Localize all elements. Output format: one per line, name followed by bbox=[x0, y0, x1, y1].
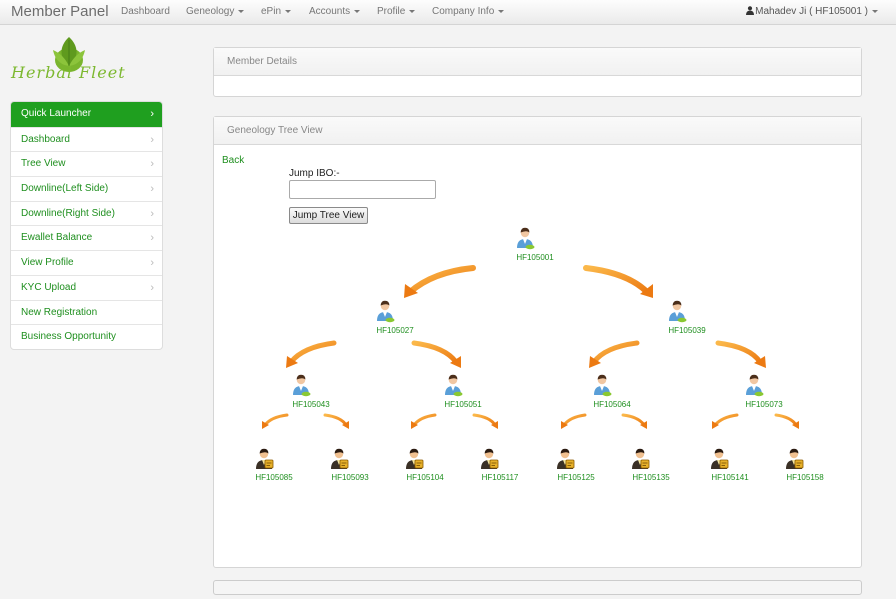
sidebar-item-view-profile[interactable]: View Profile› bbox=[11, 250, 162, 275]
nav-epin[interactable]: ePin bbox=[261, 6, 292, 17]
nav-dashboard[interactable]: Dashboard bbox=[121, 6, 170, 17]
brand-title[interactable]: Member Panel bbox=[11, 3, 109, 20]
node-label-l4-5[interactable]: HF105125 bbox=[557, 473, 595, 482]
sidebar-item-quick-launcher[interactable]: Quick Launcher› bbox=[11, 102, 162, 127]
caret-down-icon bbox=[498, 9, 505, 13]
nav-company-info[interactable]: Company Info bbox=[432, 6, 505, 17]
member-details-panel: Member Details bbox=[213, 47, 862, 97]
geneology-tree-title: Geneology Tree View bbox=[214, 117, 861, 145]
member-icon-l4-5[interactable] bbox=[556, 448, 575, 470]
sidebar-item-business-opportunity[interactable]: Business Opportunity bbox=[11, 324, 162, 349]
member-icon-l4-6[interactable] bbox=[631, 448, 650, 470]
arrow-root-right bbox=[583, 265, 653, 298]
sidebar-item-ewallet-balance[interactable]: Ewallet Balance› bbox=[11, 225, 162, 250]
user-menu[interactable]: Mahadev Ji ( HF105001 ) bbox=[746, 6, 878, 17]
chevron-right-icon: › bbox=[150, 207, 154, 220]
node-label-l3-2[interactable]: HF105051 bbox=[444, 400, 482, 409]
caret-down-icon bbox=[872, 9, 878, 13]
sidebar-item-dashboard[interactable]: Dashboard› bbox=[11, 126, 162, 152]
arrowheads-l3 bbox=[262, 421, 799, 429]
sidebar-item-new-registration[interactable]: New Registration bbox=[11, 299, 162, 325]
node-label-l3-3[interactable]: HF105064 bbox=[593, 400, 631, 409]
member-icon-l4-2[interactable] bbox=[330, 448, 349, 470]
member-icon-l4-3[interactable] bbox=[405, 448, 424, 470]
top-navbar: Member Panel Dashboard Geneology ePin Ac… bbox=[0, 0, 896, 25]
arrow-root-left bbox=[404, 265, 476, 298]
member-icon-l4-1[interactable] bbox=[255, 448, 274, 470]
member-icon-l3-4[interactable] bbox=[746, 374, 764, 397]
nav-accounts[interactable]: Accounts bbox=[309, 6, 361, 17]
user-name: Mahadev Ji ( HF105001 ) bbox=[755, 6, 868, 17]
nav-profile[interactable]: Profile bbox=[377, 6, 416, 17]
user-icon bbox=[746, 6, 755, 15]
arrow-l2a-left bbox=[286, 340, 337, 368]
node-label-l3-4[interactable]: HF105073 bbox=[745, 400, 783, 409]
member-icon-l3-1[interactable] bbox=[293, 374, 311, 397]
chevron-right-icon: › bbox=[150, 108, 154, 120]
sidebar-item-kyc-upload[interactable]: KYC Upload› bbox=[11, 274, 162, 300]
caret-down-icon bbox=[409, 9, 416, 13]
member-icon-l4-4[interactable] bbox=[480, 448, 499, 470]
arrow-l2a-right bbox=[411, 340, 461, 368]
footer-panel bbox=[213, 580, 862, 595]
chevron-right-icon: › bbox=[150, 281, 154, 294]
node-label-l4-8[interactable]: HF105158 bbox=[786, 473, 824, 482]
node-label-l4-1[interactable]: HF105085 bbox=[255, 473, 293, 482]
logo-text: Herbal Fleet bbox=[11, 63, 126, 82]
sidebar-menu: Quick Launcher› Dashboard› Tree View› Do… bbox=[10, 101, 163, 350]
sidebar-item-downline-right[interactable]: Downline(Right Side)› bbox=[11, 200, 162, 226]
member-icon-root[interactable] bbox=[517, 227, 535, 250]
node-label-l4-7[interactable]: HF105141 bbox=[711, 473, 749, 482]
member-icon-l2-left[interactable] bbox=[377, 300, 395, 323]
node-label-l3-1[interactable]: HF105043 bbox=[292, 400, 330, 409]
node-label-l4-3[interactable]: HF105104 bbox=[406, 473, 444, 482]
node-label-l2-right[interactable]: HF105039 bbox=[668, 326, 706, 335]
member-icon-l3-3[interactable] bbox=[594, 374, 612, 397]
caret-down-icon bbox=[354, 9, 361, 13]
sidebar-item-downline-left[interactable]: Downline(Left Side)› bbox=[11, 176, 162, 201]
caret-down-icon bbox=[285, 9, 292, 13]
caret-down-icon bbox=[238, 9, 245, 13]
jump-tree-view-button[interactable]: Jump Tree View bbox=[289, 207, 368, 224]
herbal-fleet-logo[interactable]: Herbal Fleet bbox=[11, 36, 131, 86]
jump-ibo-label: Jump IBO:- bbox=[289, 168, 340, 179]
node-label-l2-left[interactable]: HF105027 bbox=[376, 326, 414, 335]
chevron-right-icon: › bbox=[150, 183, 154, 196]
member-icon-l4-7[interactable] bbox=[710, 448, 729, 470]
leaf-icon bbox=[53, 37, 85, 72]
chevron-right-icon: › bbox=[150, 232, 154, 245]
chevron-right-icon: › bbox=[150, 257, 154, 270]
sidebar-item-tree-view[interactable]: Tree View› bbox=[11, 151, 162, 176]
chevron-right-icon: › bbox=[150, 158, 154, 171]
member-icon-l2-right[interactable] bbox=[669, 300, 687, 323]
back-link[interactable]: Back bbox=[222, 155, 245, 166]
member-icon-l3-2[interactable] bbox=[445, 374, 463, 397]
member-details-title: Member Details bbox=[214, 48, 861, 76]
node-label-l4-4[interactable]: HF105117 bbox=[481, 473, 519, 482]
node-label-l4-6[interactable]: HF105135 bbox=[632, 473, 670, 482]
chevron-right-icon: › bbox=[150, 133, 154, 146]
arrow-l2b-right bbox=[715, 340, 766, 368]
node-label-l4-2[interactable]: HF105093 bbox=[331, 473, 369, 482]
jump-ibo-input[interactable] bbox=[289, 180, 436, 199]
arrow-l2b-left bbox=[589, 340, 640, 368]
node-label-root[interactable]: HF105001 bbox=[516, 253, 554, 262]
member-icon-l4-8[interactable] bbox=[785, 448, 804, 470]
nav-geneology[interactable]: Geneology bbox=[186, 6, 245, 17]
